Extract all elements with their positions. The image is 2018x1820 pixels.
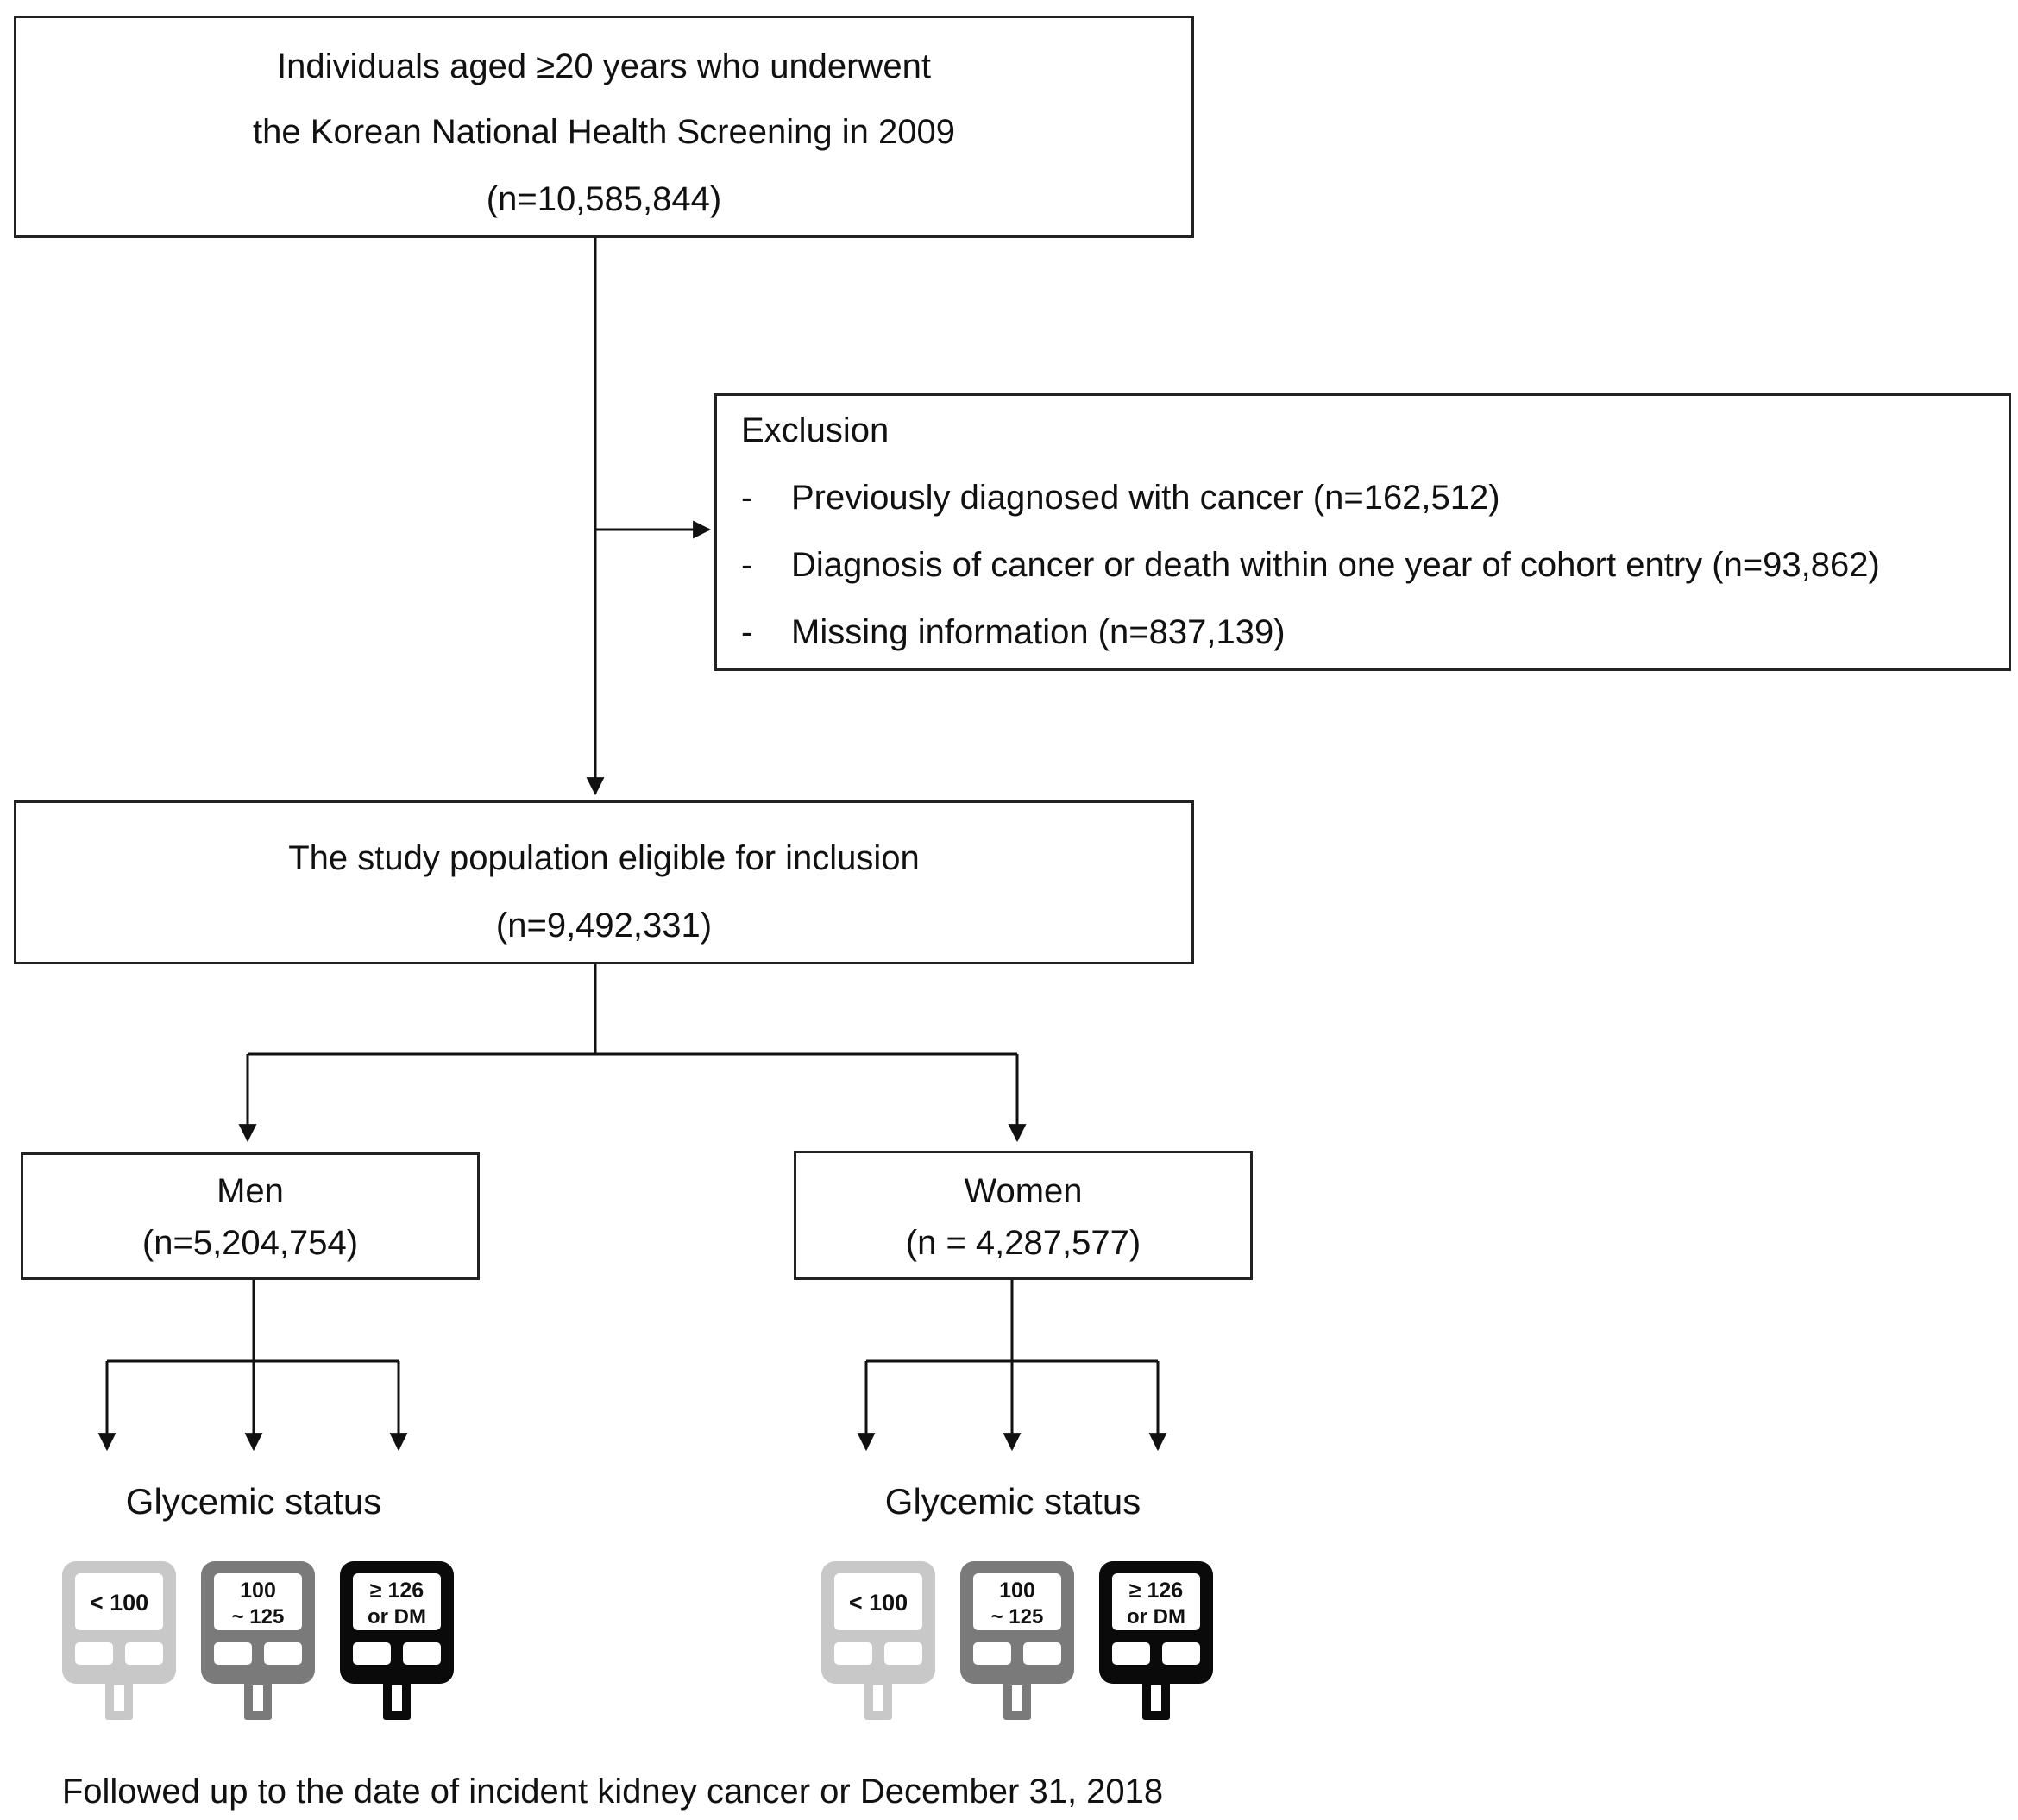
glucose-meter-range: ≥ 126 bbox=[370, 1578, 424, 1603]
eligible-population-box: The study population eligible for inclus… bbox=[14, 800, 1194, 964]
glucose-meter-range: 100 bbox=[999, 1578, 1035, 1603]
glucose-meter-icon: < 100 bbox=[60, 1560, 178, 1723]
follow-up-note: Followed up to the date of incident kidn… bbox=[61, 1773, 1164, 1811]
glucose-meter-range-sub: or DM bbox=[1127, 1605, 1185, 1629]
exclusion-title: Exclusion bbox=[741, 411, 890, 449]
glucose-meter-range: ≥ 126 bbox=[1129, 1578, 1183, 1603]
screening-line-1: Individuals aged ≥20 years who underwent bbox=[277, 47, 931, 85]
exclusion-item: -Missing information (n=837,139) bbox=[741, 612, 1286, 653]
screening-population-box: Individuals aged ≥20 years who underwent… bbox=[14, 16, 1194, 238]
glucose-meter-range: < 100 bbox=[90, 1590, 148, 1616]
women-label: Women bbox=[964, 1172, 1083, 1210]
glucose-meter-range: 100 bbox=[240, 1578, 276, 1603]
glucose-meter-icon: < 100 bbox=[820, 1560, 937, 1723]
women-box: Women (n = 4,287,577) bbox=[794, 1151, 1253, 1280]
exclusion-item: -Diagnosis of cancer or death within one… bbox=[741, 544, 1880, 586]
exclusion-bullet: - bbox=[741, 479, 753, 517]
men-box: Men (n=5,204,754) bbox=[21, 1152, 480, 1280]
exclusion-box: Exclusion -Previously diagnosed with can… bbox=[714, 393, 2011, 671]
men-glycemic-status-label: Glycemic status bbox=[125, 1481, 382, 1522]
glucose-meter-range: < 100 bbox=[849, 1590, 908, 1616]
eligible-label: The study population eligible for inclus… bbox=[288, 839, 920, 877]
women-glycemic-status-label: Glycemic status bbox=[884, 1481, 1141, 1522]
exclusion-item-label: Diagnosis of cancer or death within one … bbox=[791, 546, 1880, 584]
eligible-count: (n=9,492,331) bbox=[495, 907, 713, 945]
glucose-meter-range-sub: ~ 125 bbox=[991, 1605, 1044, 1629]
men-count: (n=5,204,754) bbox=[141, 1224, 359, 1262]
screening-line-2: the Korean National Health Screening in … bbox=[253, 113, 955, 151]
exclusion-item-label: Missing information (n=837,139) bbox=[791, 613, 1286, 651]
women-count: (n = 4,287,577) bbox=[905, 1224, 1141, 1262]
exclusion-item-label: Previously diagnosed with cancer (n=162,… bbox=[791, 479, 1500, 517]
exclusion-bullet: - bbox=[741, 613, 753, 651]
screening-count: (n=10,585,844) bbox=[486, 180, 722, 218]
men-label: Men bbox=[217, 1172, 284, 1210]
exclusion-item: -Previously diagnosed with cancer (n=162… bbox=[741, 477, 1500, 518]
glucose-meter-range-sub: or DM bbox=[368, 1605, 426, 1629]
exclusion-bullet: - bbox=[741, 546, 753, 584]
glucose-meter-range-sub: ~ 125 bbox=[232, 1605, 285, 1629]
glucose-meter-icon: 100~ 125 bbox=[959, 1560, 1076, 1723]
glucose-meter-icon: 100~ 125 bbox=[199, 1560, 317, 1723]
